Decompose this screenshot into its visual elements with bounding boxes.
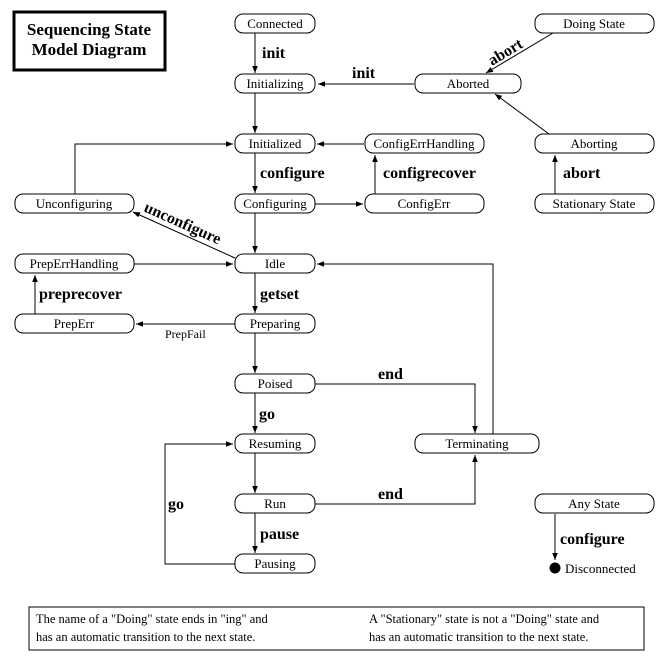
state-doing-state-label: Doing State [563,16,625,31]
state-doing-state: Doing State [534,13,655,34]
label-configure-any: configure [560,531,625,548]
label-abort-doing: abort [485,35,526,69]
label-init-connected: init [262,45,286,62]
state-run: Run [234,493,316,514]
state-prep-err-handling: PrepErrHandling [14,253,135,274]
edge-run-terminating [315,455,478,505]
footnote-box: The name of a "Doing" state ends in "ing… [28,606,645,651]
state-terminating-label: Terminating [445,436,509,451]
state-initialized-label: Initialized [249,136,302,151]
title-line-1: Sequencing State [27,20,152,39]
state-idle: Idle [234,253,316,274]
state-pausing: Pausing [234,553,316,574]
state-connected-label: Connected [247,16,303,31]
label-init-aborted: init [352,65,376,82]
state-prep-err-label: PrepErr [54,316,95,331]
state-disconnected-label: Disconnected [565,561,636,576]
label-abort-stationary: abort [563,165,601,182]
state-poised: Poised [234,373,316,394]
state-any-state-label: Any State [568,496,620,511]
state-stationary-state-label: Stationary State [553,196,636,211]
disconnected-dot [549,562,561,574]
edge-terminating-idle [317,261,494,434]
state-configuring-label: Configuring [243,196,307,211]
label-end-run: end [378,486,403,503]
state-config-err: ConfigErr [364,193,485,214]
state-run-label: Run [264,496,286,511]
label-prepfail: PrepFail [165,327,206,341]
note-right-line-1: A "Stationary" state is not a "Doing" st… [369,612,600,626]
note-left-line-2: has an automatic transition to the next … [36,630,255,644]
transition-labels: init init abort abort configure configre… [39,35,625,548]
label-preprecover: preprecover [39,286,122,303]
state-config-err-handling-label: ConfigErrHandling [373,136,475,151]
label-go-poised: go [259,406,275,423]
label-configrecover: configrecover [383,165,476,182]
state-config-err-label: ConfigErr [398,196,451,211]
states: Connected Initializing Initialized Confi… [14,13,655,574]
state-initialized: Initialized [234,133,316,154]
state-unconfiguring: Unconfiguring [14,193,135,214]
title-box: Sequencing State Model Diagram [12,10,167,72]
edge-pausing-resuming [164,441,235,565]
state-resuming-label: Resuming [249,436,302,451]
state-stationary-state: Stationary State [534,193,655,214]
state-aborting-label: Aborting [571,136,618,151]
state-any-state: Any State [534,493,655,514]
state-aborting: Aborting [534,133,655,154]
state-unconfiguring-label: Unconfiguring [36,196,113,211]
state-config-err-handling: ConfigErrHandling [364,133,485,154]
note-right-line-2: has an automatic transition to the next … [369,630,588,644]
edges [32,32,558,565]
edge-unconfiguring-initialized [74,141,233,194]
state-configuring: Configuring [234,193,316,214]
edge-aborting-aborted [494,93,550,135]
state-prep-err-handling-label: PrepErrHandling [30,256,119,271]
state-aborted: Aborted [414,73,522,94]
state-connected: Connected [234,13,316,34]
edge-poised-terminating [315,383,478,433]
state-preparing-label: Preparing [250,316,301,331]
label-end-poised: end [378,366,403,383]
state-terminating: Terminating [414,433,540,454]
title-line-2: Model Diagram [32,40,147,59]
state-aborted-label: Aborted [447,76,490,91]
edge-idle-unconfiguring [132,211,236,259]
edge-doing-aborted [485,32,554,74]
label-getset: getset [260,286,300,303]
note-left-line-1: The name of a "Doing" state ends in "ing… [36,612,269,626]
label-go-pausing: go [168,496,184,513]
state-pausing-label: Pausing [254,556,296,571]
state-initializing: Initializing [234,73,316,94]
label-unconfigure: unconfigure [141,199,223,248]
state-poised-label: Poised [258,376,293,391]
state-resuming: Resuming [234,433,316,454]
state-preparing: Preparing [234,313,316,334]
label-configure: configure [260,165,325,182]
state-prep-err: PrepErr [14,313,135,334]
state-idle-label: Idle [265,256,285,271]
state-initializing-label: Initializing [246,76,304,91]
label-pause: pause [260,526,299,543]
